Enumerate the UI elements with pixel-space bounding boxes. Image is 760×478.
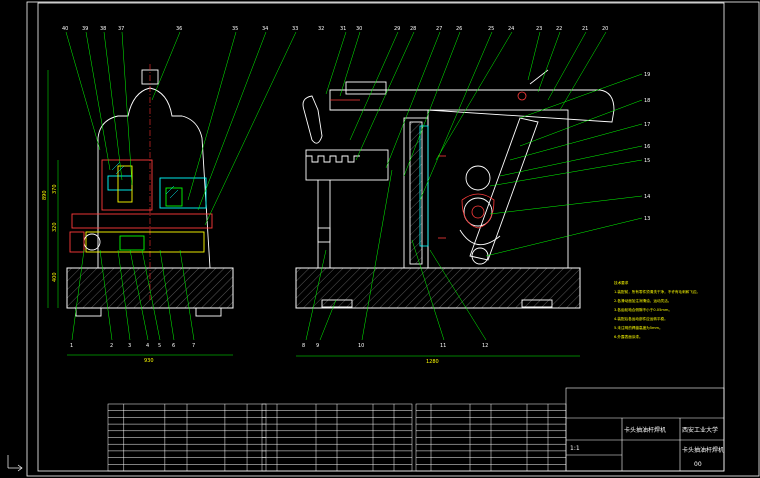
right-view: [295, 81, 615, 309]
part-number: 9: [316, 343, 319, 349]
note-line: 5.未注明的焊缝高度为5mm。: [614, 325, 663, 330]
title-scale: 1:1: [570, 445, 580, 452]
outer-frame: [26, 1, 760, 477]
part-number: 2: [110, 343, 113, 349]
dim-width-left: 930: [144, 358, 154, 364]
part-number: 39: [82, 26, 88, 32]
right-view-side-numbers: 19 18 17 16 15 14 13: [644, 72, 650, 222]
part-number: 34: [262, 26, 268, 32]
part-number: 13: [644, 216, 650, 222]
part-number: 20: [602, 26, 608, 32]
inner-frame: [37, 2, 725, 472]
technical-notes: 技术要求 1.装配前，所有零件须清洗干净，不许有毛刺和飞边。 2.各滑动面加注润…: [614, 280, 700, 339]
left-view: [66, 64, 234, 317]
part-number: 23: [536, 26, 542, 32]
right-view-leaders: [305, 31, 643, 341]
title-drawing-name: 卡头抽油杆焊机: [624, 426, 666, 434]
left-dimensions: [47, 70, 233, 356]
part-number: 11: [440, 343, 446, 349]
part-number: 1: [70, 343, 73, 349]
part-number: 25: [488, 26, 494, 32]
part-number: 6: [172, 343, 175, 349]
part-number: 35: [232, 26, 238, 32]
part-number: 22: [556, 26, 562, 32]
part-number: 27: [436, 26, 442, 32]
part-number: 40: [62, 26, 68, 32]
part-number: 24: [508, 26, 514, 32]
part-number: 36: [176, 26, 182, 32]
left-view-bottom-numbers: 1 2 3 4 5 6 7: [70, 343, 195, 349]
part-number: 26: [456, 26, 462, 32]
right-view-colored: [330, 69, 549, 247]
part-number: 31: [340, 26, 346, 32]
part-number: 18: [644, 98, 650, 104]
notes-header: 技术要求: [614, 280, 629, 285]
part-number: 37: [118, 26, 124, 32]
part-number: 3: [128, 343, 131, 349]
parts-list-tables: [107, 403, 567, 472]
note-line: 2.各滑动面加注润滑油，运动灵活。: [614, 298, 671, 303]
title-sheet-no: 00: [694, 461, 702, 468]
title-school: 西安工业大学: [682, 426, 718, 434]
part-number: 30: [356, 26, 362, 32]
part-number: 4: [146, 343, 149, 349]
part-number: 7: [192, 343, 195, 349]
note-line: 6.外露表面涂漆。: [614, 334, 643, 339]
note-line: 3.各齿轮啮合侧隙不小于0.05mm。: [614, 307, 672, 312]
dim-height-lower: 400: [52, 272, 58, 282]
note-line: 4.装配后各运动部件应运转平稳。: [614, 316, 668, 321]
title-sub-name: 卡头抽油杆焊机: [682, 446, 724, 454]
left-view-top-numbers: 40 39 38 37 36 35 34 33 32: [62, 26, 324, 32]
part-number: 14: [644, 194, 650, 200]
left-view-leaders: [65, 31, 297, 341]
part-number: 8: [302, 343, 305, 349]
dim-height-total: 890: [42, 190, 48, 200]
ucs-axis-icon: [7, 455, 23, 472]
part-number: 19: [644, 72, 650, 78]
dim-width-right: 1280: [426, 359, 439, 365]
part-number: 17: [644, 122, 650, 128]
part-number: 21: [582, 26, 588, 32]
right-view-top-numbers: 31 30 29 28 27 26 25 24 23 22 21 20: [340, 26, 608, 32]
part-number: 15: [644, 158, 650, 164]
part-number: 29: [394, 26, 400, 32]
title-block: [565, 387, 725, 472]
note-line: 1.装配前，所有零件须清洗干净，不许有毛刺和飞边。: [614, 289, 700, 294]
part-number: 32: [318, 26, 324, 32]
part-number: 10: [358, 343, 364, 349]
part-number: 38: [100, 26, 106, 32]
dim-height-upper: 370: [52, 184, 58, 194]
left-view-hatches: [111, 161, 179, 199]
part-number: 16: [644, 144, 650, 150]
part-number: 12: [482, 343, 488, 349]
part-number: 28: [410, 26, 416, 32]
part-number: 5: [158, 343, 161, 349]
right-view-bottom-numbers: 8 9 10 11 12: [302, 343, 488, 349]
part-number: 33: [292, 26, 298, 32]
dim-height-mid: 320: [52, 222, 58, 232]
